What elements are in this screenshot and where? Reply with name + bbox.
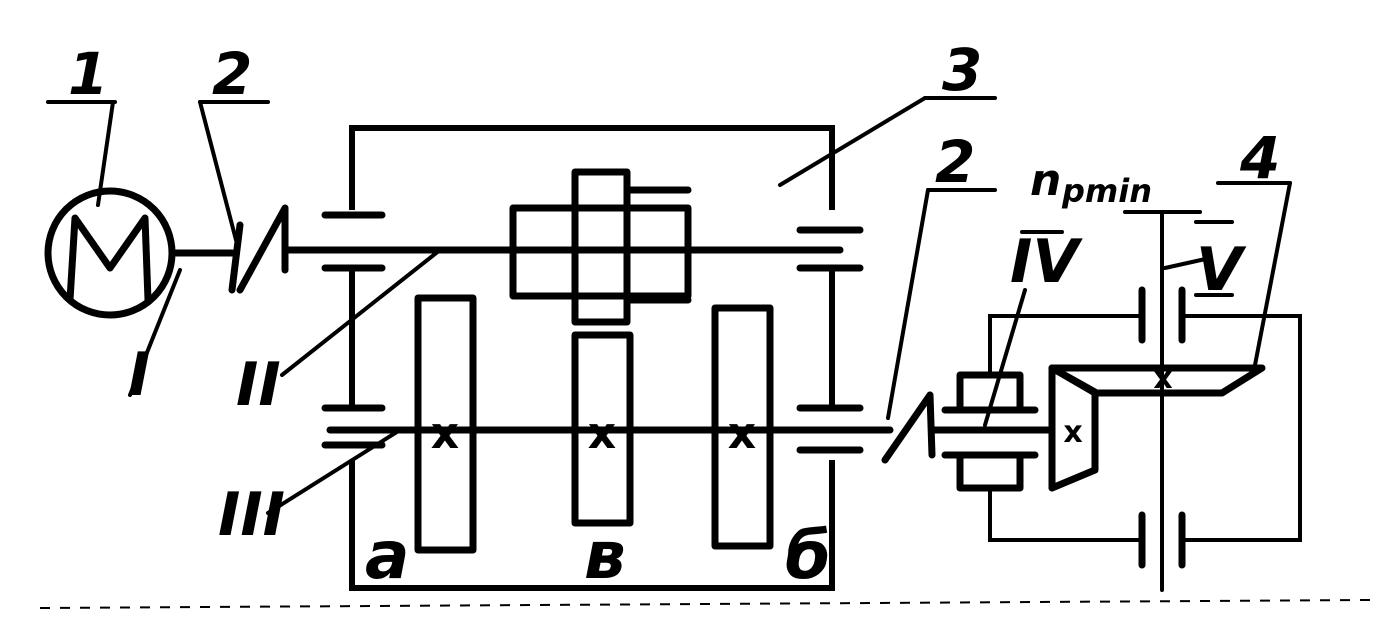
label-shaft-IV: IV — [1010, 227, 1083, 297]
motor-circle — [44, 187, 176, 319]
label-gear-a: a — [365, 517, 410, 594]
coupling-left — [228, 204, 289, 294]
label-gearbox-number: 3 — [942, 36, 982, 104]
gear-v-mark: x — [588, 408, 616, 459]
motor-symbol-m — [66, 214, 152, 304]
gearbox-housing — [349, 125, 835, 591]
svg-text:x: x — [1063, 415, 1082, 450]
label-speed-sub: pmin — [1061, 172, 1152, 210]
label-speed-n: n — [1030, 155, 1061, 206]
label-output-number: 4 — [1239, 124, 1280, 192]
bearings-shaft-II — [321, 211, 864, 272]
gear-b-mark: x — [728, 408, 756, 459]
label-coupling-left-number: 2 — [212, 40, 252, 108]
output-unit: x x — [928, 210, 1302, 592]
label-coupling-right-number: 2 — [935, 128, 975, 196]
gear-a-mark: x — [431, 408, 459, 459]
leader-lines — [46, 96, 1292, 515]
label-shaft-II: II — [236, 350, 281, 420]
bottom-trace — [39, 599, 1371, 609]
label-gear-v: в — [584, 517, 626, 594]
motor — [44, 187, 176, 319]
label-gear-b: б — [785, 517, 831, 594]
gear-a: x — [414, 294, 477, 554]
label-shaft-I: I — [128, 340, 150, 410]
bevel-gear — [1048, 364, 1266, 397]
coupling-right — [881, 391, 936, 464]
label-shaft-III: III — [218, 480, 285, 550]
label-motor-number: 1 — [68, 40, 108, 108]
sliding-gear-block — [509, 168, 692, 326]
